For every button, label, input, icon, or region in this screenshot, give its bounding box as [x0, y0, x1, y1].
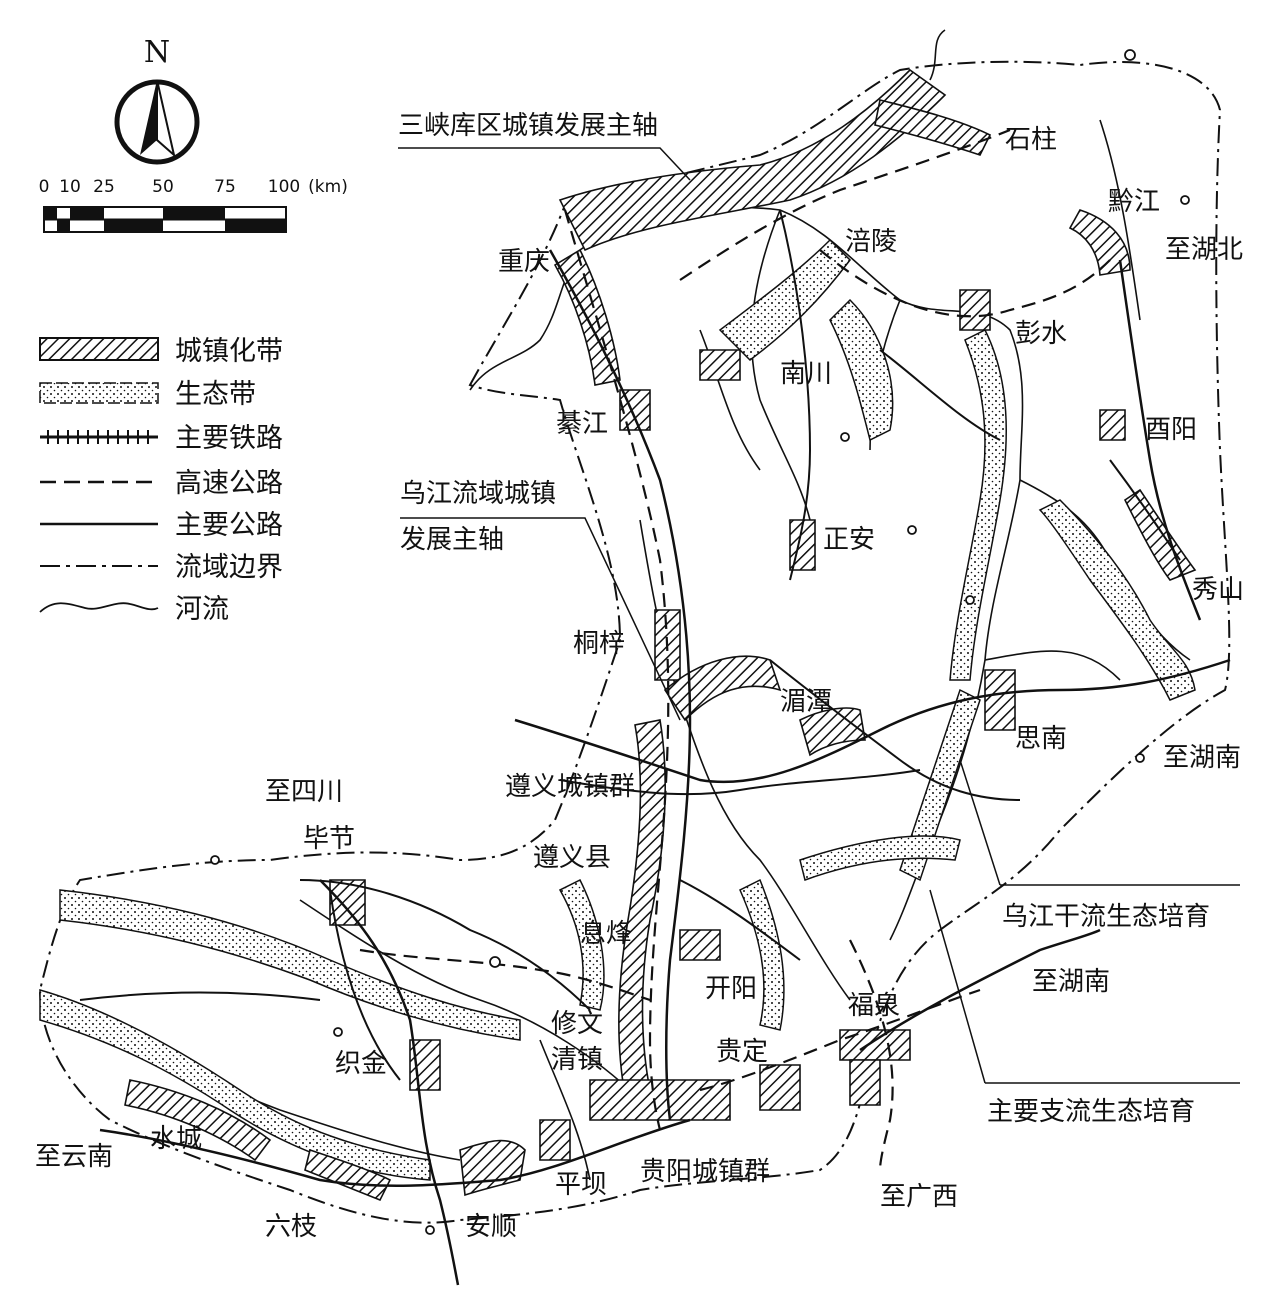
place-zhijin: 织金 — [335, 1049, 387, 1079]
scale-tick-0: 0 — [39, 177, 50, 197]
place-qingzhen: 清镇 — [551, 1045, 603, 1075]
annotation-tributary-eco: 主要支流生态培育 — [987, 1097, 1195, 1127]
railways — [99, 249, 1231, 1286]
legend-item-highway: 高速公路 — [40, 468, 283, 499]
place-guiding: 贵定 — [716, 1037, 768, 1067]
highways — [359, 128, 1111, 1171]
place-guiyang-cluster: 贵阳城镇群 — [640, 1157, 770, 1187]
legend-item-river: 河流 — [39, 594, 229, 625]
place-to-hunan-1: 至湖南 — [1163, 743, 1241, 773]
place-to-hubei: 至湖北 — [1165, 235, 1243, 265]
scale-unit: (km) — [308, 177, 348, 197]
scale-tick-10: 10 — [59, 177, 81, 197]
place-youyang: 酉阳 — [1145, 415, 1197, 445]
legend-item-road: 主要公路 — [40, 510, 283, 541]
place-pingba: 平坝 — [555, 1170, 607, 1200]
scale-tick-100: 100 — [268, 177, 300, 197]
place-tongzi: 桐梓 — [573, 629, 625, 659]
place-meitan: 湄潭 — [780, 687, 832, 717]
annotation-wujiang-axis-line1: 乌江流域城镇 — [400, 479, 556, 509]
annotation-wujiang-main-eco: 乌江干流生态培育 — [1002, 902, 1210, 932]
legend-label-urban: 城镇化带 — [175, 336, 283, 367]
place-to-hunan-2: 至湖南 — [1032, 967, 1110, 997]
legend-item-boundary: 流域边界 — [40, 552, 283, 583]
legend-item-urban: 城镇化带 — [39, 336, 283, 367]
eco-belts — [39, 238, 1196, 1181]
place-kaiyang: 开阳 — [705, 974, 757, 1004]
place-to-yunnan: 至云南 — [35, 1142, 113, 1172]
legend-label-road: 主要公路 — [175, 510, 283, 541]
place-fuling: 涪陵 — [845, 227, 897, 257]
scale-tick-75: 75 — [214, 177, 236, 197]
watershed-boundary — [38, 60, 1231, 1224]
scale-bar: 0 10 25 50 75 100 (km) — [39, 177, 348, 233]
scale-tick-50: 50 — [152, 177, 174, 197]
place-zunyi-cluster: 遵义城镇群 — [505, 772, 635, 802]
annotation-leaders — [398, 147, 1240, 1084]
place-labels: 重庆 石柱 涪陵 黔江 至湖北 彭水 南川 綦江 酉阳 正安 秀山 桐梓 湄潭 … — [35, 125, 1244, 1242]
place-to-guangxi: 至广西 — [880, 1182, 958, 1212]
place-xiuwen: 修文 — [551, 1009, 603, 1039]
place-shizhu: 石柱 — [1005, 125, 1057, 155]
main-roads — [79, 209, 1181, 1081]
place-pengshui: 彭水 — [1015, 319, 1067, 349]
place-bijie: 毕节 — [303, 824, 355, 854]
place-zhengan: 正安 — [823, 525, 875, 555]
place-to-sichuan: 至四川 — [265, 777, 343, 807]
annotation-wujiang-axis-line2: 发展主轴 — [400, 525, 504, 555]
legend-label-rail: 主要铁路 — [175, 423, 283, 454]
place-qianjiang: 黔江 — [1108, 187, 1160, 217]
annotation-three-gorges-axis: 三峡库区城镇发展主轴 — [398, 111, 658, 141]
north-arrow: N — [114, 35, 200, 165]
legend-label-river: 河流 — [175, 594, 229, 625]
legend-label-eco: 生态带 — [175, 379, 256, 410]
legend-item-eco: 生态带 — [39, 379, 256, 410]
place-fuquan: 福泉 — [848, 991, 900, 1021]
place-chongqing: 重庆 — [498, 247, 550, 277]
legend: 城镇化带 生态带 主要铁路 高速公路 主要公路 流域边界 河流 — [39, 336, 283, 625]
place-shuicheng: 水城 — [150, 1124, 202, 1154]
place-nanchuan: 南川 — [780, 359, 832, 389]
scale-tick-25: 25 — [93, 177, 115, 197]
place-qijiang: 綦江 — [556, 409, 608, 439]
legend-item-rail: 主要铁路 — [40, 423, 283, 454]
legend-label-boundary: 流域边界 — [175, 552, 283, 583]
north-label: N — [144, 35, 170, 70]
place-xiushan: 秀山 — [1192, 575, 1244, 605]
place-liuzhi: 六枝 — [265, 1212, 317, 1242]
place-zunyi-county: 遵义县 — [533, 843, 611, 873]
place-markers — [210, 49, 1190, 1235]
legend-label-highway: 高速公路 — [175, 468, 283, 499]
place-anshun: 安顺 — [465, 1212, 517, 1242]
urban-belts — [124, 68, 1197, 1202]
place-xifeng: 息烽 — [580, 919, 632, 949]
place-sinan: 思南 — [1015, 724, 1067, 754]
